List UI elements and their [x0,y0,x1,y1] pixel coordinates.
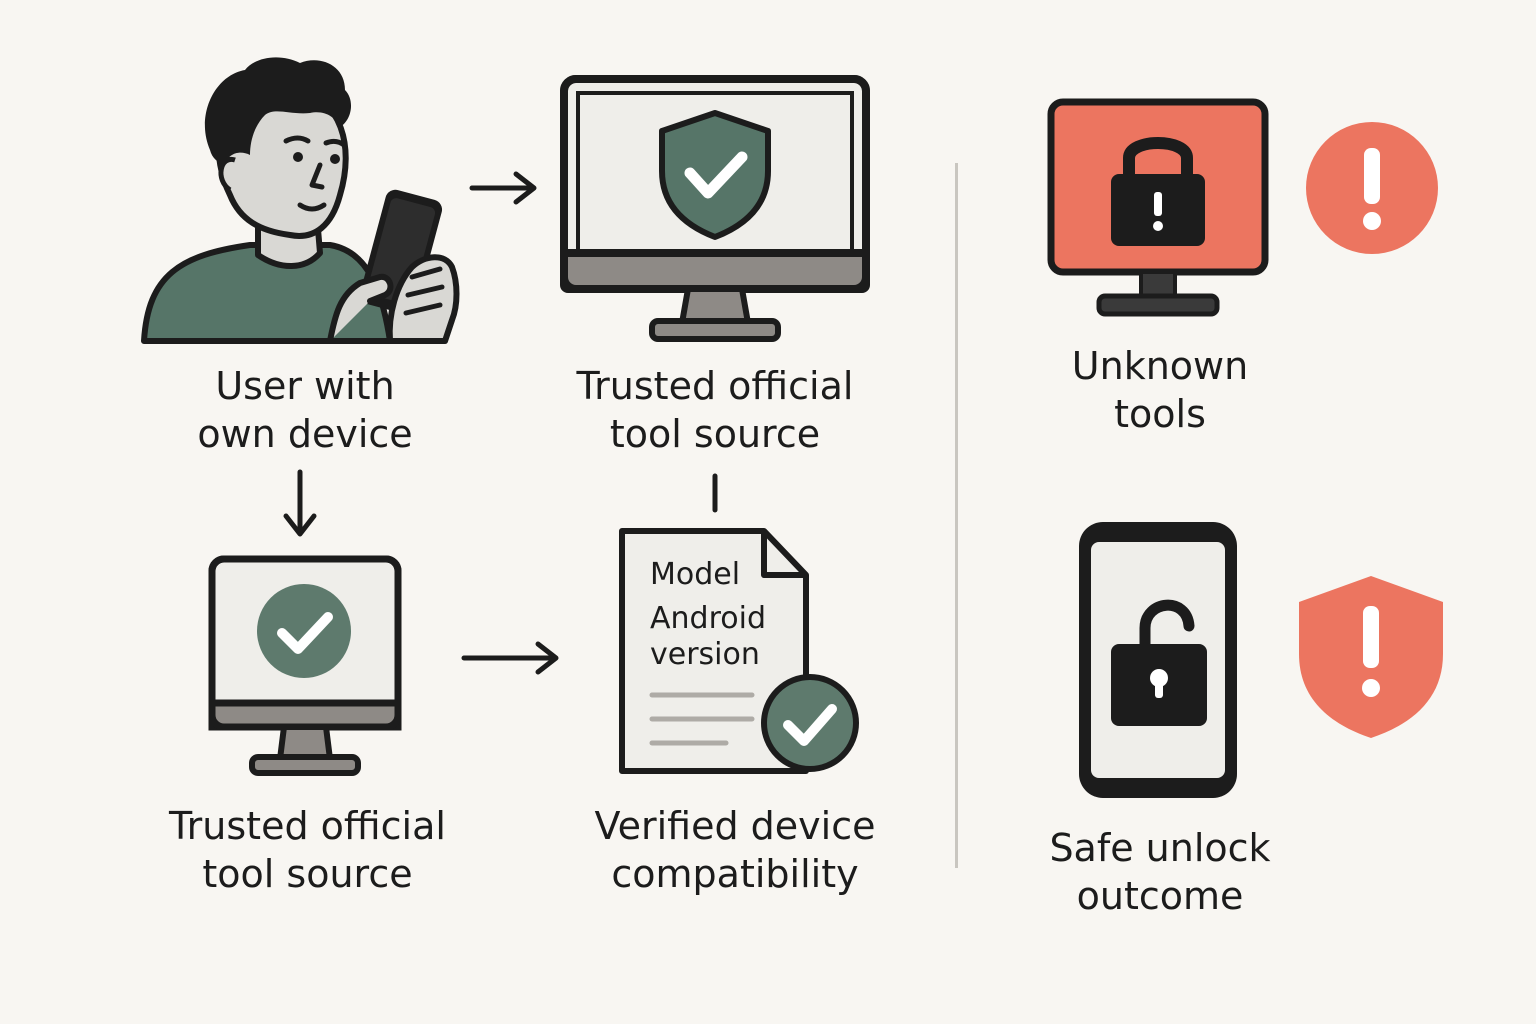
user-with-phone-icon [141,57,460,344]
arrow-down-icon [283,469,317,537]
arrow-right-icon [461,641,559,675]
trusted-bottom-label: Trusted official tool source [169,804,446,896]
arrow-right-icon [469,171,537,205]
warning-exclamation-icon [1306,122,1438,254]
verified-label: Verified device compatibility [594,804,876,896]
safe-outcome-label: Safe unlock outcome [1049,826,1271,918]
shield-warning-icon [1299,576,1443,738]
document-check-icon [619,528,859,774]
document-text: Model Android version [650,557,766,672]
connector-line [712,473,718,513]
monitor-check-icon [208,555,402,776]
trusted-top-label: Trusted official tool source [576,364,854,456]
monitor-lock-danger-icon [1047,98,1269,317]
unknown-label: Unknown tools [1071,344,1249,436]
user-label: User with own device [197,364,413,456]
monitor-shield-check-icon [560,75,870,342]
phone-unlocked-icon [1079,522,1237,798]
divider [955,163,958,868]
